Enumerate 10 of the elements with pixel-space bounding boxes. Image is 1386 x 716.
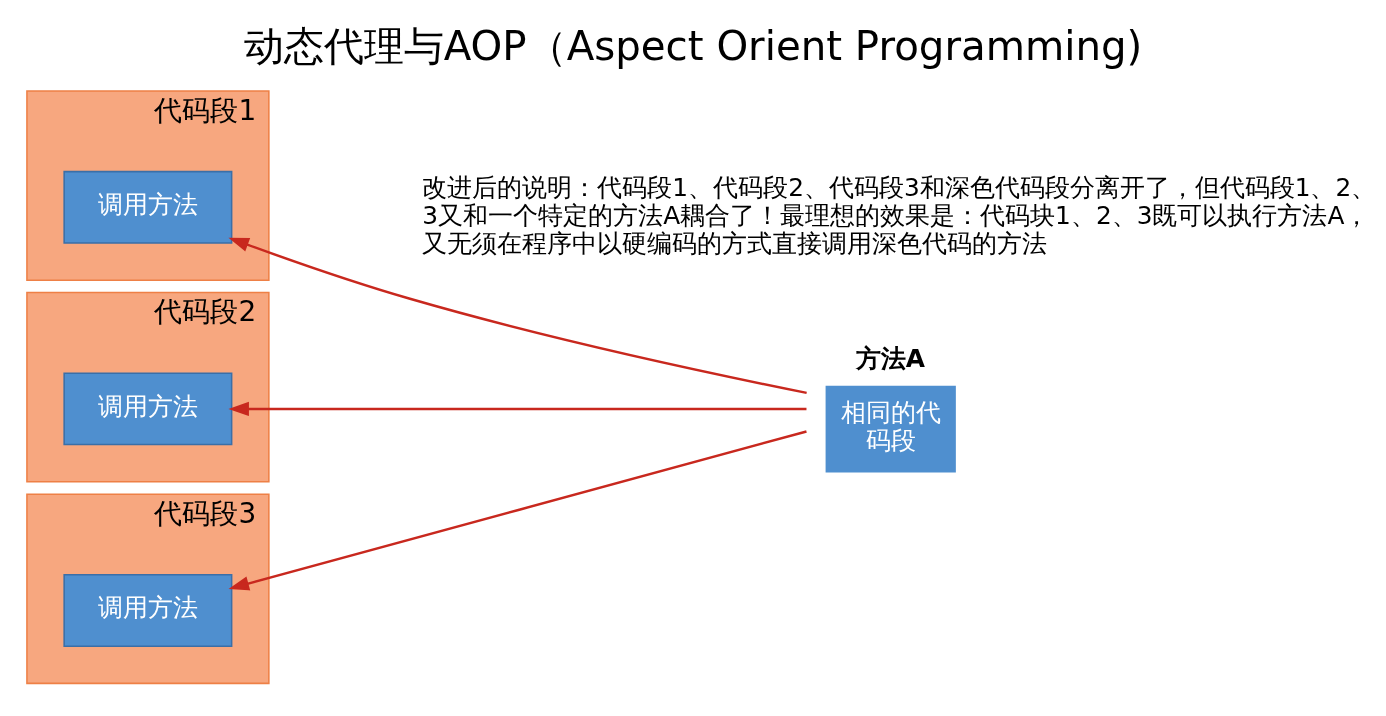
node-box: 调用方法: [63, 573, 233, 647]
arrow: [228, 237, 807, 394]
node-box: 调用方法: [63, 170, 233, 244]
node-label: 方法A: [855, 343, 926, 373]
arrow: [228, 429, 807, 590]
node-box: 调用方法: [63, 371, 233, 445]
diagram-title: 动态代理与AOP（Aspect Orient Programming): [243, 22, 1143, 70]
label: 改进后的说明：代码段1、代码段2、代码段3和深色代码段分离开了，但代码段1、2、3又和一个特定的方法A耦合了！最理想的效果是：代码块1、2、3既可以执行方法A，又无须在程序中以硬编码的方式直接调用深色代码的方法: [422, 172, 1377, 258]
node-box: 相同的代码段: [825, 385, 956, 472]
arrow: [228, 401, 807, 416]
